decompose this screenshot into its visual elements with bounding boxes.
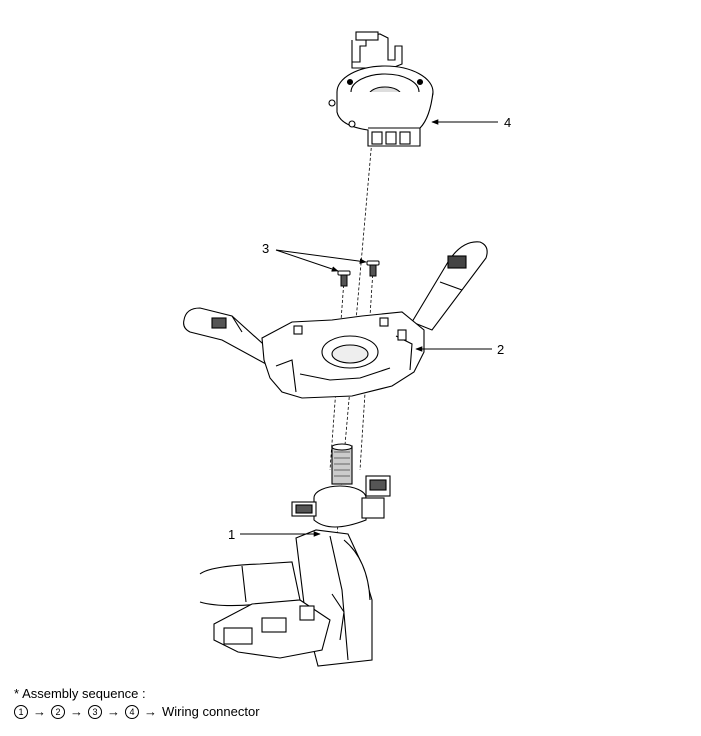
- sequence-step-2: 2: [51, 704, 65, 719]
- note-marker: *: [14, 686, 20, 701]
- sequence-arrow: →: [144, 704, 157, 719]
- screw-part-left: [337, 270, 351, 287]
- sequence-final-step: Wiring connector: [162, 704, 260, 719]
- callout-3-leader-b: [275, 249, 367, 264]
- assembly-note-heading: *Assembly sequence :: [14, 686, 146, 702]
- sequence-arrow: →: [70, 704, 83, 719]
- sequence-step-4: 4: [125, 704, 139, 719]
- callout-label-4: 4: [504, 115, 512, 130]
- clock-spring-part: [328, 31, 434, 147]
- sequence-step-3: 3: [88, 704, 102, 719]
- sequence-arrow: →: [33, 704, 46, 719]
- callout-label-1: 1: [228, 527, 236, 542]
- callout-label-2: 2: [497, 342, 505, 357]
- callout-label-3: 3: [262, 241, 270, 256]
- sequence-step-1: 1: [14, 704, 28, 719]
- screw-part-right: [366, 260, 380, 277]
- assembly-sequence-line: 1 → 2 → 3 → 4 → Wiring connector: [14, 704, 260, 720]
- note-title: Assembly sequence :: [22, 686, 146, 701]
- multifunction-switch-part: [183, 241, 488, 399]
- callout-3-leader-a: [275, 249, 339, 272]
- sequence-arrow: →: [107, 704, 120, 719]
- steering-column-part: [199, 443, 391, 667]
